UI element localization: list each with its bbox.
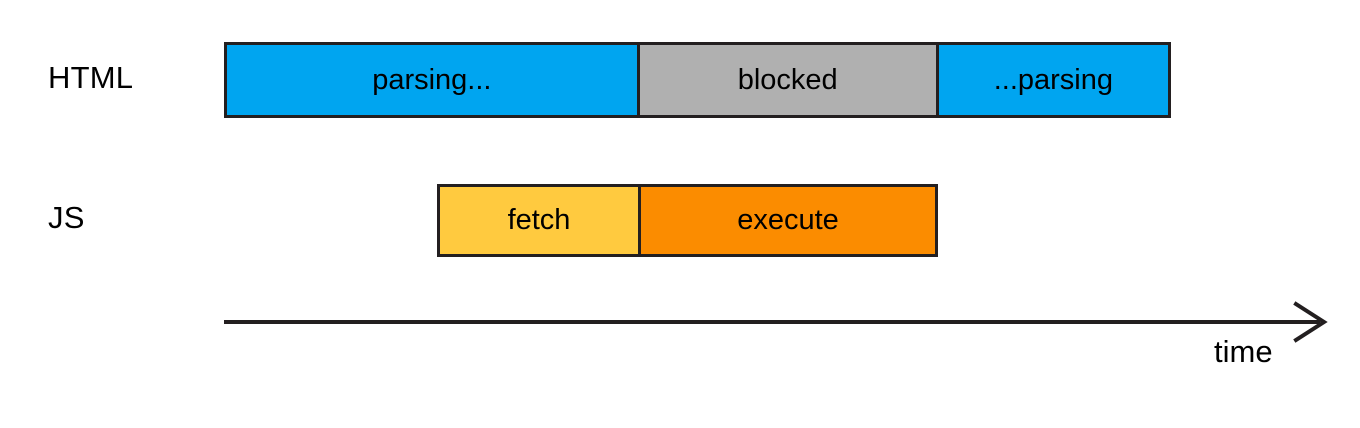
time-axis-label: time [1214, 334, 1273, 369]
segment-html-parsing-resume: ...parsing [935, 42, 1171, 118]
time-axis-arrow-icon [1290, 300, 1330, 344]
row-label-html: HTML [48, 60, 134, 95]
segment-html-blocked: blocked [636, 42, 939, 118]
segment-html-parsing-start: parsing... [224, 42, 640, 118]
timeline-row-js: fetch execute [437, 184, 938, 257]
segment-js-execute: execute [638, 184, 938, 257]
segment-js-fetch: fetch [437, 184, 641, 257]
timeline-row-html: parsing... blocked ...parsing [224, 42, 1171, 118]
time-axis-line [224, 320, 1320, 324]
row-label-js: JS [48, 200, 85, 235]
